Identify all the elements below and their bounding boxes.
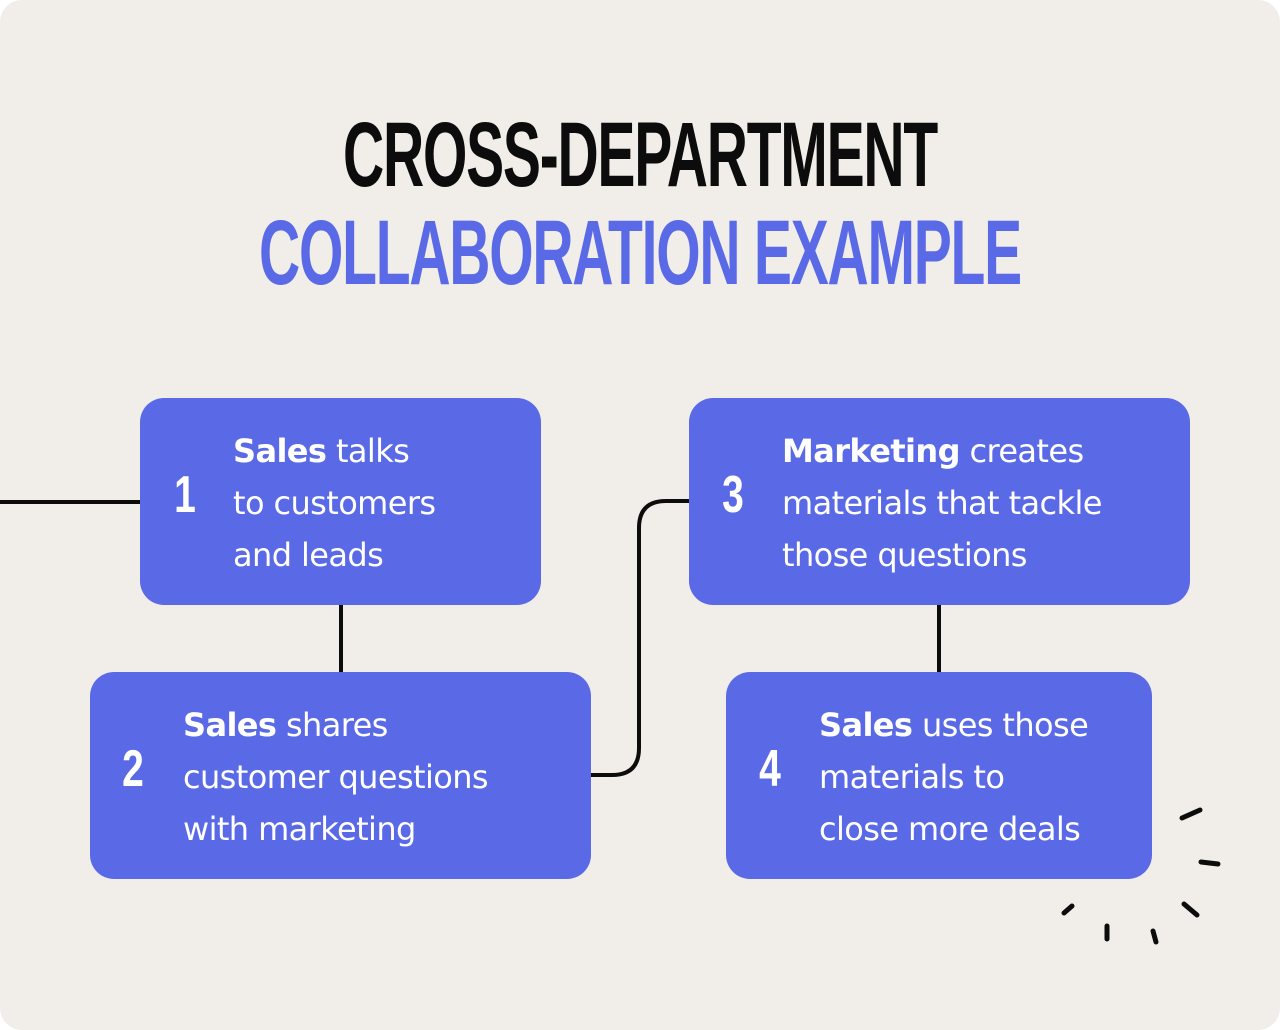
sparkle-dash <box>1150 928 1159 945</box>
step-description: Sales shares customer questions with mar… <box>183 699 583 855</box>
title-line-2: COLLABORATION EXAMPLE <box>259 202 1022 304</box>
step-number: 2 <box>122 740 144 798</box>
step-text-line: to customers <box>233 484 436 522</box>
step-text-rest: creates <box>959 432 1084 470</box>
step-text-rest: uses those <box>912 706 1089 744</box>
step-text-line: Sales shares <box>183 699 583 751</box>
step-description: Sales uses those materials to close more… <box>819 699 1149 855</box>
step-text-line: Sales uses those <box>819 699 1149 751</box>
step-text-line: with marketing <box>183 810 416 848</box>
step-number: 3 <box>722 466 744 524</box>
step-text-line: Marketing creates <box>782 425 1182 477</box>
department-name: Marketing <box>782 432 961 470</box>
step-text-line: customer questions <box>183 758 489 796</box>
step-card-2: 2 Sales shares customer questions with m… <box>90 672 591 879</box>
step-number: 4 <box>759 740 781 798</box>
connector-2-to-3 <box>591 499 689 777</box>
step-card-4: 4 Sales uses those materials to close mo… <box>726 672 1152 879</box>
sparkle-dash <box>1198 859 1221 867</box>
step-card-3: 3 Marketing creates materials that tackl… <box>689 398 1190 605</box>
department-name: Sales <box>183 706 277 744</box>
step-text-line: and leads <box>233 536 384 574</box>
step-text-line: materials that tackle <box>782 484 1102 522</box>
step-number: 1 <box>174 466 196 524</box>
step-card-1: 1 Sales talks to customers and leads <box>140 398 541 605</box>
step-text-line: close more deals <box>819 810 1081 848</box>
step-text-line: Sales talks <box>233 425 533 477</box>
title-line-1: CROSS-DEPARTMENT <box>343 104 938 206</box>
sparkle-dash <box>1179 807 1203 821</box>
department-name: Sales <box>233 432 327 470</box>
step-text-rest: shares <box>276 706 388 744</box>
sparkle-dash <box>1061 903 1075 916</box>
step-description: Marketing creates materials that tackle … <box>782 425 1182 581</box>
sparkle-dash <box>1181 901 1200 918</box>
step-text-line: materials to <box>819 758 1005 796</box>
step-text-rest: talks <box>326 432 410 470</box>
sparkle-decoration <box>1061 807 1221 945</box>
step-text-line: those questions <box>782 536 1027 574</box>
step-description: Sales talks to customers and leads <box>233 425 533 581</box>
department-name: Sales <box>819 706 913 744</box>
